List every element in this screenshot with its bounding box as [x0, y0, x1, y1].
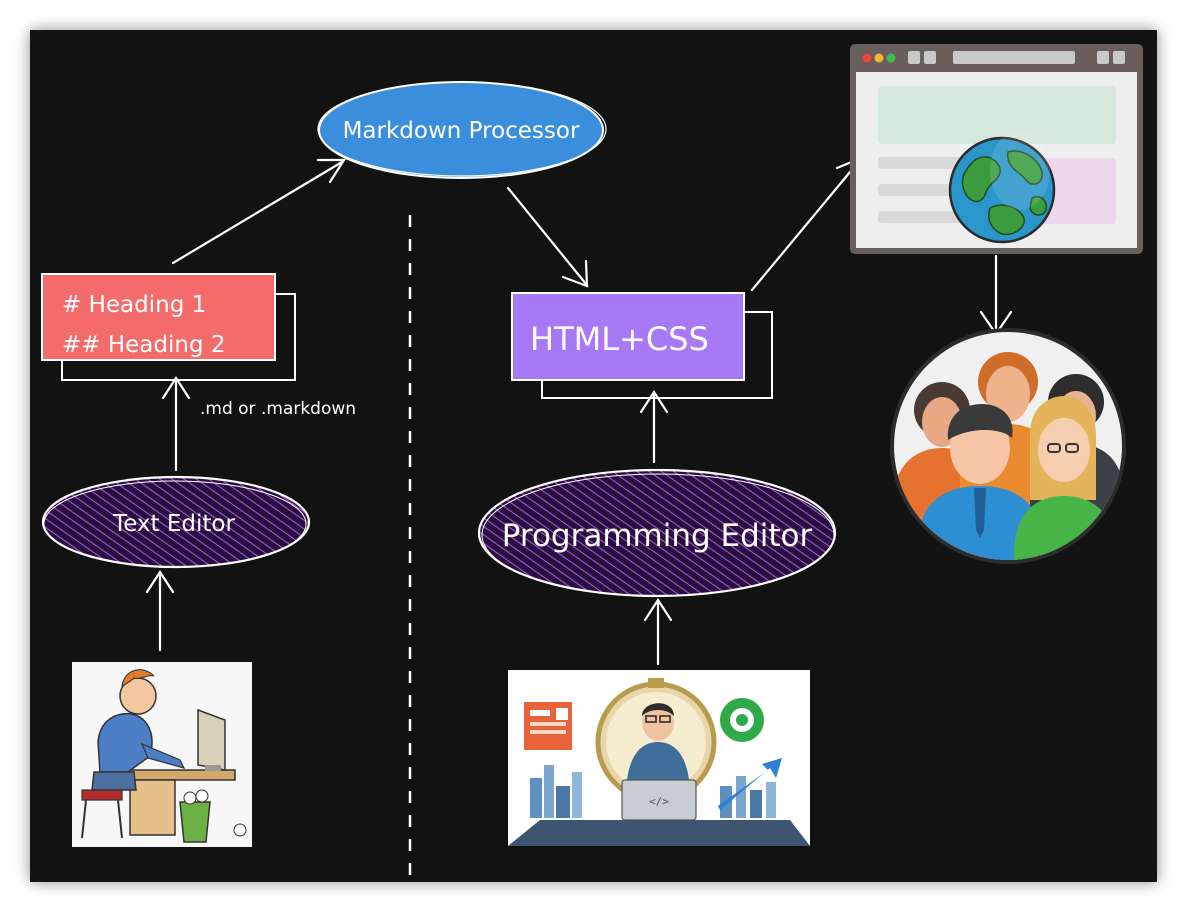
svg-text:</>: </>: [649, 795, 669, 808]
markdown-line-1: # Heading 1: [62, 292, 206, 318]
arrow-processor-to-html: [506, 186, 589, 288]
frustrated-writer-illustration: [72, 662, 252, 847]
globe-icon: [948, 130, 1056, 244]
arrow-editor-to-markdown: [161, 375, 191, 472]
html-css-node: HTML+CSS: [511, 292, 773, 399]
people-group-icon: [890, 328, 1126, 564]
text-editor-node: Text Editor: [41, 475, 311, 569]
arrow-html-to-browser: [750, 156, 863, 292]
arrow-progeditor-to-html: [639, 389, 669, 464]
diagram-board: Markdown Processor # Heading 1 ## Headin…: [30, 30, 1157, 882]
markdown-line-2: ## Heading 2: [62, 332, 226, 358]
developer-illustration: </>: [508, 670, 810, 846]
file-extension-label: .md or .markdown: [200, 399, 356, 419]
programming-editor-node: Programming Editor: [477, 468, 837, 598]
markdown-processor-label: Markdown Processor: [343, 118, 580, 144]
programming-editor-label: Programming Editor: [502, 518, 813, 554]
arrow-markdown-to-processor: [171, 158, 347, 265]
markdown-processor-node: Markdown Processor: [317, 81, 607, 179]
arrow-writer-to-editor: [145, 569, 175, 652]
html-css-label: HTML+CSS: [530, 320, 709, 358]
arrow-browser-to-audience: [979, 254, 1013, 336]
arrow-developer-to-progeditor: [643, 597, 673, 666]
text-editor-label: Text Editor: [112, 511, 235, 537]
markdown-flow-diagram: Markdown Processor # Heading 1 ## Headin…: [41, 44, 1143, 878]
markdown-source-node: # Heading 1 ## Heading 2: [41, 273, 296, 381]
